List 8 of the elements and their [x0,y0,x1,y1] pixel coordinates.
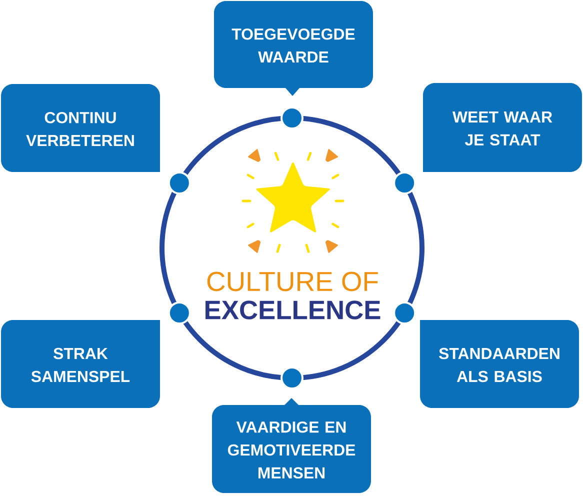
heading: EXCELLENCE [206,300,380,320]
callout-box: STRAK SAMENSPEL [1,320,160,408]
heading: CULTURE OF [207,272,378,292]
callout-box: VAARDIGE EN GEMOTIVEERDE MENSEN [212,398,371,493]
callout-box: TOEGEVOEGDE WAARDE [214,1,373,96]
callout-box: STANDAARDEN ALS BASIS [420,320,579,408]
callout-box: WEET WAAR JE STAAT [423,83,582,172]
callout-box: CONTINU VERBETEREN [1,84,160,172]
